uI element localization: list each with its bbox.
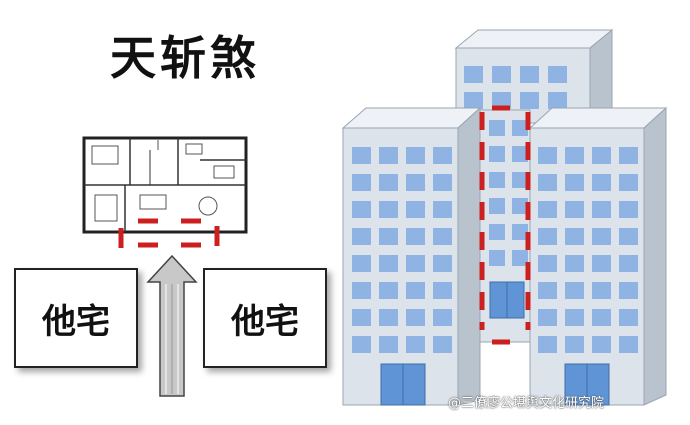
watermark-text: @三僚廖公堪舆文化研究院	[448, 396, 605, 411]
building-left	[341, 106, 482, 406]
danger-marks-floor	[118, 218, 220, 248]
page-title: 天斩煞	[110, 31, 260, 85]
arrow-up-icon	[146, 254, 198, 397]
left-house-label: 他宅	[42, 301, 110, 342]
building-gap	[477, 109, 531, 343]
danger-marks-gap	[479, 105, 531, 345]
right-house-label: 他宅	[231, 301, 299, 342]
building-right	[528, 106, 668, 406]
floor-plan	[82, 136, 248, 234]
right-house-box: 他宅	[203, 268, 327, 368]
left-house-box: 他宅	[14, 268, 138, 368]
